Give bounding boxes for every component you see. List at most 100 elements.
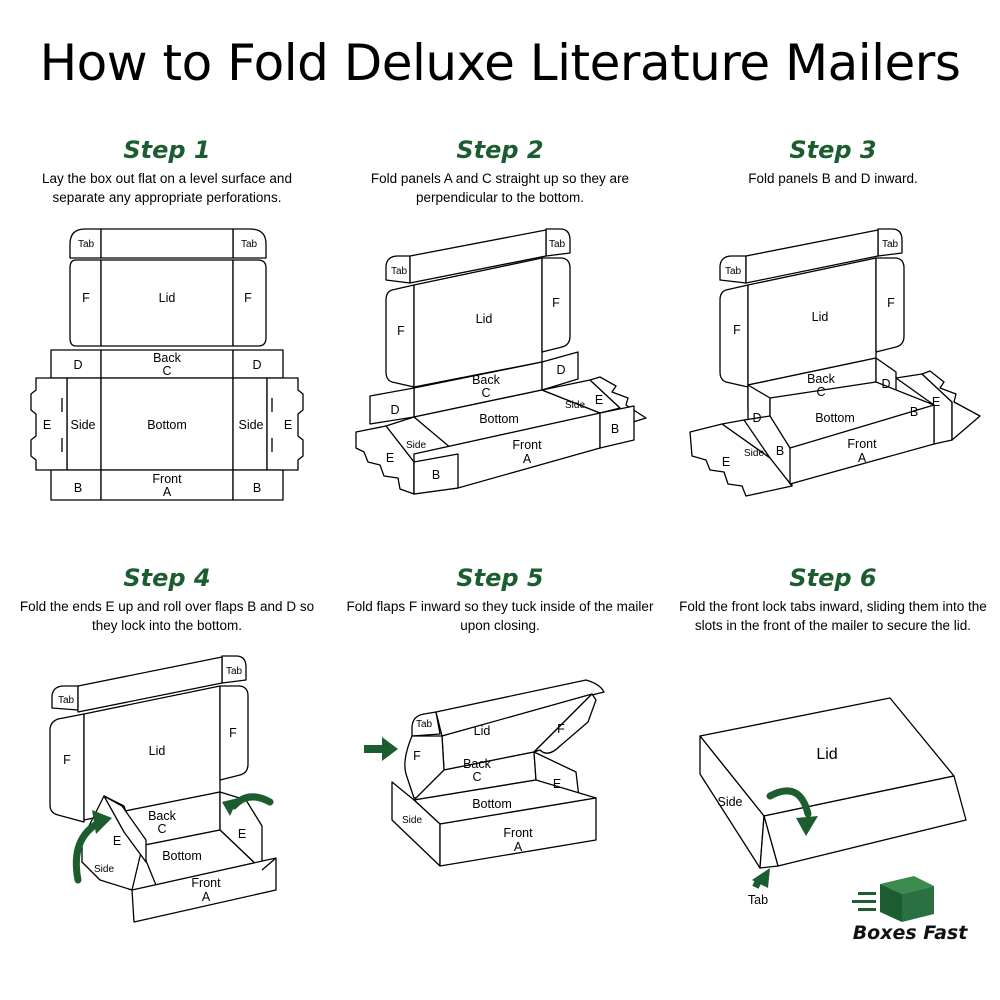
label-b: B [253, 481, 261, 495]
lid-top-strip [100, 228, 234, 259]
end-e-left [355, 425, 415, 495]
label-tab: Tab [549, 239, 566, 250]
label-a: A [858, 451, 867, 465]
push-arrow-icon [364, 737, 398, 761]
page-title: How to Fold Deluxe Literature Mailers [39, 34, 961, 92]
label-side: Side [717, 795, 742, 809]
step-1-caption: Step 1 Lay the box out flat on a level s… [0, 135, 334, 207]
lid-tab-left [51, 685, 79, 711]
label-side: Side [70, 418, 95, 432]
label-d: D [752, 411, 761, 425]
label-tab: Tab [748, 893, 768, 907]
label-bottom: Bottom [147, 418, 187, 432]
label-front: Front [191, 876, 221, 890]
label-f: F [229, 726, 237, 740]
label-f: F [397, 324, 405, 338]
step-3-caption: Step 3 Fold panels B and D inward. [666, 135, 1000, 188]
front-panel-a [131, 857, 277, 923]
label-back: Back [148, 809, 177, 823]
label-tab: Tab [725, 266, 742, 277]
label-a: A [523, 452, 532, 466]
label-e: E [553, 777, 561, 791]
flap-f-right [541, 257, 571, 353]
fold-arrow-icon [72, 810, 112, 884]
label-tab: Tab [416, 719, 433, 730]
side-right [232, 377, 268, 471]
lid-top-strip [745, 229, 879, 284]
step-title: Step 1 [123, 136, 211, 164]
brand-name: Boxes Fast [852, 922, 968, 944]
label-c: C [162, 364, 171, 378]
label-bottom: Bottom [479, 412, 519, 426]
label-f: F [244, 291, 252, 305]
fold-arrow-icon [222, 793, 274, 816]
step-5-diagram: Tab Lid F F Back C E Bottom Side Front A [364, 679, 605, 867]
step-description: Fold panels A and C straight up so they … [370, 171, 630, 205]
label-e: E [595, 393, 603, 407]
step-2-caption: Step 2 Fold panels A and C straight up s… [333, 135, 667, 207]
step-2-diagram: Tab Tab F Lid F Back C D D Bottom Side E… [355, 228, 647, 495]
label-bottom: Bottom [472, 797, 512, 811]
label-b: B [432, 468, 440, 482]
label-d: D [73, 358, 82, 372]
step-description: Fold the front lock tabs inward, sliding… [679, 599, 987, 633]
label-e: E [284, 418, 292, 432]
label-f: F [557, 722, 565, 736]
step-description: Fold flaps F inward so they tuck inside … [346, 599, 654, 633]
flap-f-left [719, 284, 749, 388]
end-e-right [266, 377, 304, 471]
label-e: E [43, 418, 51, 432]
label-f: F [733, 323, 741, 337]
step-title: Step 2 [456, 136, 544, 164]
label-side: Side [744, 448, 764, 459]
label-back: Back [807, 372, 836, 386]
label-front: Front [503, 826, 533, 840]
label-b: B [611, 422, 619, 436]
label-lid: Lid [816, 746, 837, 763]
step-title: Step 4 [123, 564, 211, 592]
step-title: Step 5 [456, 564, 544, 592]
label-e: E [238, 827, 246, 841]
label-a: A [514, 840, 523, 854]
flap-b-left [50, 469, 102, 501]
flap-f-left [385, 284, 415, 388]
label-a: A [202, 890, 211, 904]
label-front: Front [512, 438, 542, 452]
step-6-diagram: Lid Side Tab [699, 697, 967, 922]
label-c: C [816, 385, 825, 399]
label-side: Side [402, 815, 422, 826]
label-side: Side [238, 418, 263, 432]
label-b: B [910, 405, 918, 419]
flap-f-left [69, 259, 102, 347]
flap-d-left [50, 349, 102, 379]
step-6-caption: Step 6 Fold the front lock tabs inward, … [666, 563, 1000, 635]
lid-top-strip [409, 229, 547, 284]
label-f: F [82, 291, 90, 305]
up-arrow-icon [752, 868, 770, 889]
end-e-right [921, 370, 981, 441]
label-back: Back [153, 351, 182, 365]
back-panel-c [100, 349, 234, 379]
label-side: Side [94, 864, 114, 875]
label-a: A [163, 485, 172, 499]
front-panel-a [439, 797, 597, 867]
step-title: Step 6 [789, 564, 877, 592]
flap-b-left [413, 453, 459, 495]
flap-d-right [541, 351, 579, 391]
flap-f-right [219, 685, 249, 781]
label-b: B [74, 481, 82, 495]
end-e-left [103, 795, 147, 863]
lid-tab-right [877, 228, 903, 257]
label-tab: Tab [241, 239, 258, 250]
lid-tab-right [232, 228, 267, 259]
step-4-diagram: Tab Tab F Lid F Back C E E Bottom Side F… [49, 655, 277, 923]
end-e-left [689, 423, 793, 497]
step-description: Fold the ends E up and roll over flaps B… [19, 599, 315, 633]
fold-arrow-icon [766, 787, 818, 836]
label-d: D [556, 363, 565, 377]
label-lid: Lid [159, 291, 176, 305]
label-f: F [63, 753, 71, 767]
label-d: D [390, 403, 399, 417]
label-tab: Tab [226, 666, 243, 677]
